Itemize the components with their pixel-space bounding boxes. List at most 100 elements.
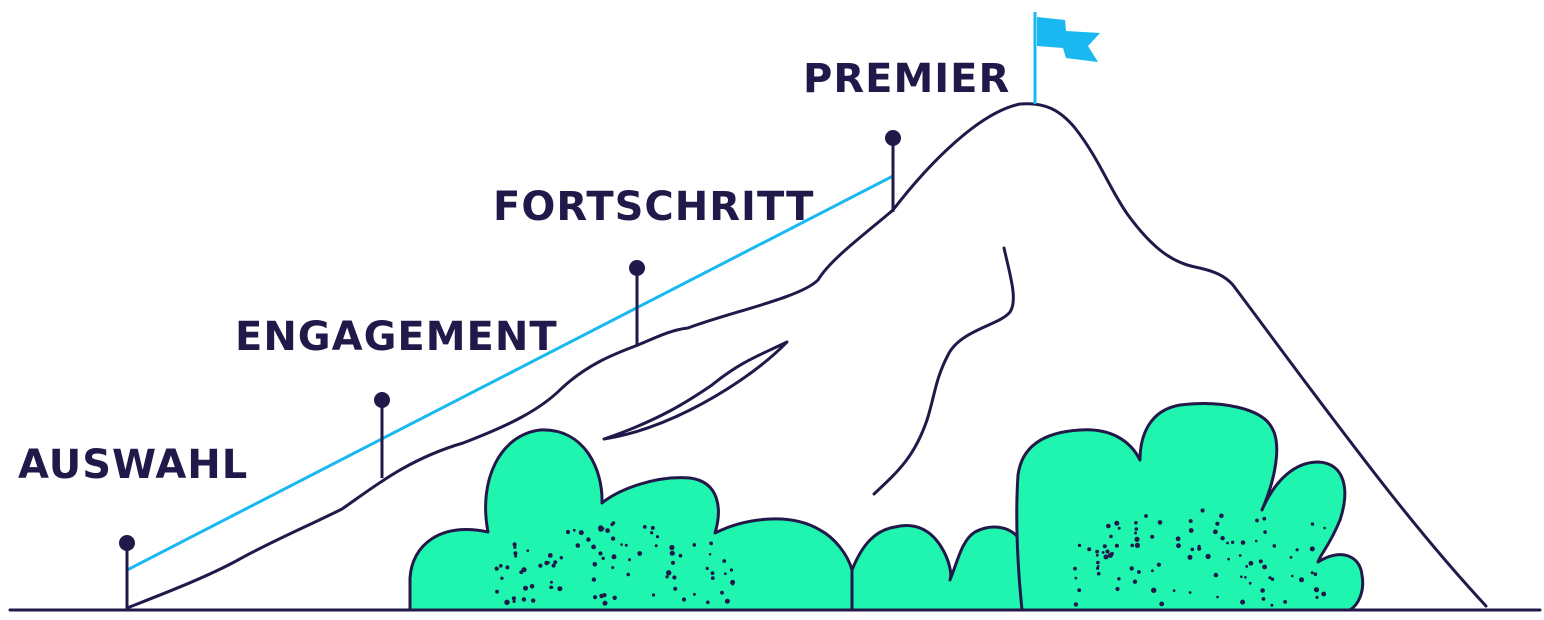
speckle [547,561,550,564]
speckle [1106,524,1111,529]
speckle [1130,566,1134,570]
speckle [666,570,671,575]
speckle [499,564,503,568]
speckle [1075,577,1078,580]
speckle [1096,561,1100,565]
speckle [711,576,715,580]
speckle [513,546,516,549]
speckle [593,595,597,599]
speckle [1231,541,1234,544]
speckle [610,523,614,527]
speckle [1323,527,1326,530]
speckle [505,565,509,569]
flag-icon [1035,12,1100,104]
speckle [1240,575,1243,578]
bush-illustration [410,404,1363,610]
speckle [1263,530,1267,534]
speckle [1104,555,1109,560]
speckle [1077,588,1081,592]
speckle [1189,519,1193,523]
speckle [652,593,655,596]
speckle [1249,582,1252,585]
speckle [1314,587,1319,592]
speckle [1255,519,1259,523]
speckle [1095,550,1099,554]
speckle [1262,565,1267,570]
speckle [592,577,596,581]
speckle [670,551,675,556]
speckle [1109,535,1113,539]
speckle [1134,532,1137,535]
speckle [1262,597,1266,601]
speckle [1201,508,1205,512]
speckle [531,598,535,602]
speckle [655,544,658,547]
milestone-marker-premier [885,130,901,212]
speckle [1290,556,1293,559]
speckle [1189,591,1192,594]
speckle [566,530,570,534]
speckle [1096,554,1099,557]
speckle [495,567,499,571]
bush-left [410,430,859,610]
speckle [725,599,730,604]
speckle [1144,514,1148,518]
speckle [560,556,563,559]
speckle [1241,540,1246,545]
speckle [1321,592,1326,597]
speckle [573,529,576,532]
speckle [1074,602,1078,606]
speckle [1310,546,1315,551]
speckle [1220,536,1224,540]
speckle [1314,572,1318,576]
speckle [1078,544,1081,547]
stage-label-fortschritt: FORTSCHRITT [493,184,814,230]
speckle [1244,576,1247,579]
speckle [1311,571,1314,574]
speckle [612,554,617,559]
ridge-detail-right [874,248,1013,494]
milestone-marker-fortschritt [629,260,645,345]
speckle [1315,596,1318,599]
speckle [1239,554,1242,557]
speckle [1296,548,1299,551]
speckle [1097,572,1101,576]
speckle [513,551,517,555]
speckle [1111,552,1114,555]
speckle [672,575,676,579]
speckle [679,554,683,558]
speckle [1191,548,1195,552]
speckle [1173,589,1176,592]
speckle [1073,567,1077,571]
speckle [611,566,614,569]
speckle [673,587,677,591]
speckle [1273,544,1277,548]
speckle [650,531,653,534]
speckle [586,537,590,541]
speckle [611,536,615,540]
speckle [1135,527,1139,531]
speckle [1150,535,1154,539]
speckle [602,557,605,560]
speckle [591,545,596,550]
speckle [620,543,623,546]
speckle [530,584,535,589]
speckle [682,597,686,601]
speckle [1219,514,1224,519]
speckle [1130,544,1134,548]
speckle [1249,561,1254,566]
speckle [693,593,696,596]
speckle [1087,547,1091,551]
speckle [706,601,710,605]
speckle [599,594,604,599]
speckle [1206,554,1211,559]
speckle [593,562,598,567]
speckle [1240,600,1245,605]
speckle [1299,577,1304,582]
speckle [1151,569,1154,572]
speckle [1114,521,1119,526]
speckle [598,551,602,555]
speckle [576,543,581,548]
speckle [1197,547,1201,551]
speckle [548,553,553,558]
